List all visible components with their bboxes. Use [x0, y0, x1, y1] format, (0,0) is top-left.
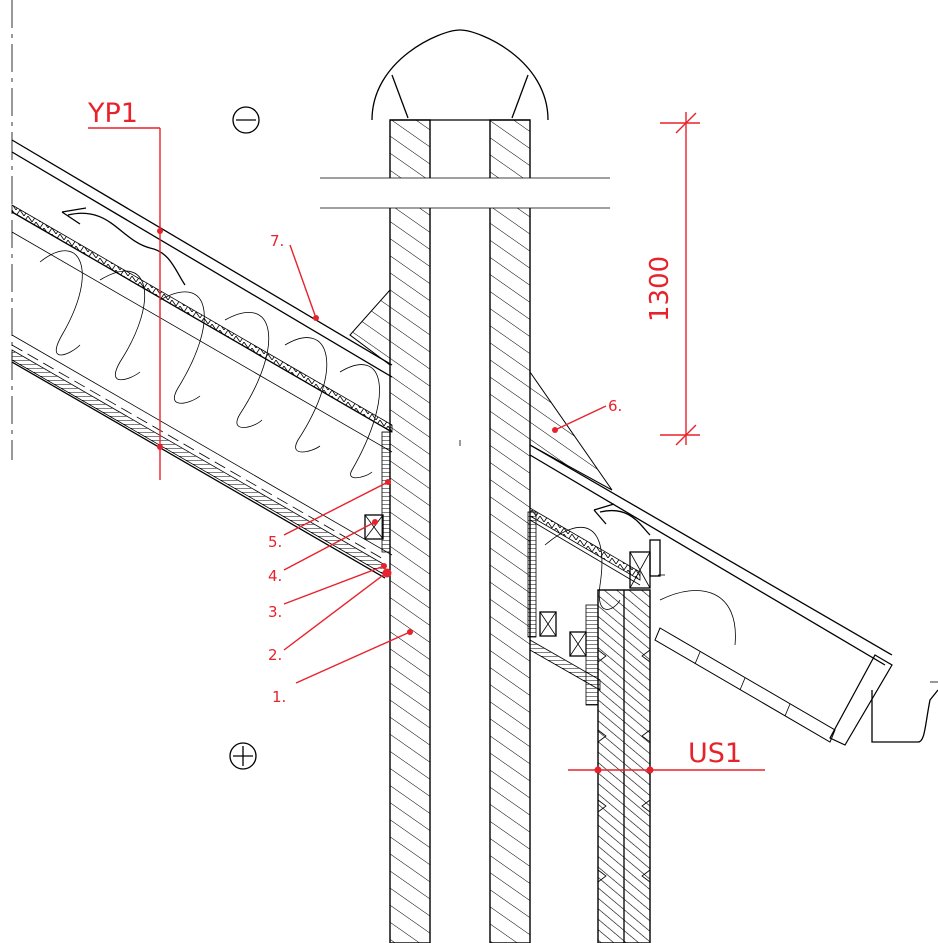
- svg-text:4.: 4.: [268, 567, 282, 585]
- svg-text:6.: 6.: [608, 397, 622, 415]
- callout-4: 4.: [268, 519, 378, 585]
- svg-text:2.: 2.: [268, 646, 282, 664]
- svg-text:1.: 1.: [272, 688, 286, 706]
- callout-6: 6.: [552, 397, 622, 433]
- section-mark-us1: US1: [568, 738, 765, 774]
- callout-5: 5.: [268, 479, 391, 551]
- right-roof-assembly: [527, 370, 938, 746]
- insulation-squiggles-left: [39, 250, 380, 479]
- section-label-left: YP1: [87, 98, 138, 129]
- svg-text:7.: 7.: [270, 232, 284, 250]
- callout-1: 1.: [272, 629, 413, 706]
- callout-3: 3.: [268, 563, 387, 621]
- dimension-label: 1300: [645, 256, 675, 322]
- svg-text:3.: 3.: [268, 603, 282, 621]
- section-mark-yp1: YP1: [87, 98, 163, 480]
- svg-text:5.: 5.: [268, 533, 282, 551]
- chimney: [320, 29, 610, 943]
- timber-wall: [585, 589, 651, 943]
- section-label-right: US1: [688, 738, 742, 769]
- callout-2: 2.: [268, 568, 392, 664]
- callout-7: 7.: [270, 232, 319, 321]
- plus-circle-icon: [229, 742, 257, 770]
- minus-circle-icon: [232, 106, 260, 134]
- left-roof-assembly: [11, 139, 393, 579]
- dimension-1300: 1300: [645, 112, 700, 446]
